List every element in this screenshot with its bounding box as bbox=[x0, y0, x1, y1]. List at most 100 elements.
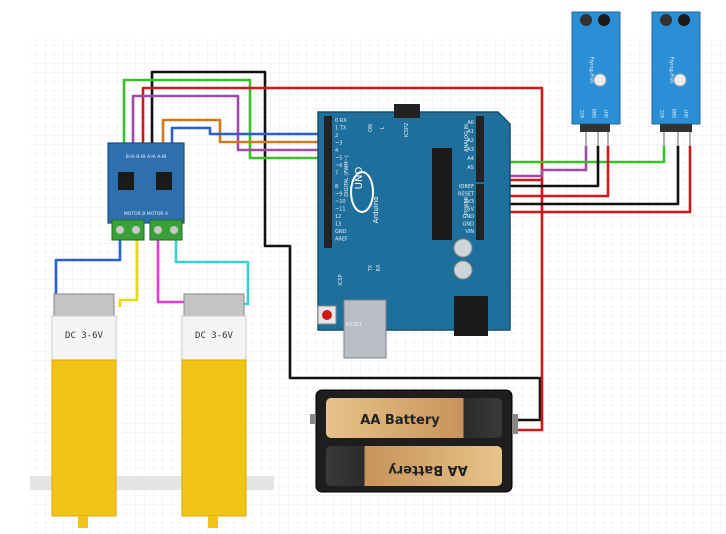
digital-pin-label-7: 7 bbox=[335, 171, 338, 177]
motor-2-body bbox=[181, 315, 247, 361]
battery-terminal-right bbox=[512, 414, 518, 434]
ir-sensor-1-pin-gnd: GND bbox=[592, 109, 597, 118]
ir-sensor-2-header bbox=[660, 124, 692, 132]
ir-sensor-2-pin-gnd: GND bbox=[672, 109, 677, 118]
ir-sensor-2-pins bbox=[663, 132, 691, 146]
motor-1[interactable]: DC 3-6V bbox=[30, 293, 160, 528]
analog-pin-label-3: A3 bbox=[467, 147, 474, 153]
capacitor-2 bbox=[453, 260, 473, 280]
ir-sensor-1-pin-vcc: VCC bbox=[580, 109, 585, 118]
ir-sensor-1-pins bbox=[585, 132, 609, 146]
digital-header bbox=[324, 116, 332, 248]
wire-sensor2-out[interactable] bbox=[498, 144, 666, 164]
analog-pin-label-0: A0 bbox=[467, 120, 474, 126]
motor-2-axle bbox=[208, 516, 218, 528]
driver-chip-2 bbox=[156, 172, 172, 190]
ir-sensor-1-header bbox=[580, 124, 610, 132]
ir-sensor-2-potentiometer[interactable] bbox=[673, 73, 687, 87]
capacitor-1 bbox=[453, 238, 473, 258]
driver-chip-1 bbox=[118, 172, 134, 190]
power-pin-label-5: GND bbox=[463, 222, 475, 228]
ir-sensor-2-pin-vcc: VCC bbox=[660, 109, 665, 118]
wire-motor-b-cyan[interactable] bbox=[174, 238, 250, 306]
digital-pin-label-1: 1 TX bbox=[335, 126, 347, 132]
ir-sensor-1[interactable]: Flying-Fish VCC GND OUT bbox=[571, 11, 621, 146]
ir-sensor-2-label: Flying-Fish bbox=[668, 57, 674, 83]
arduino-uno-board[interactable]: UNO Arduino DIGITAL (PWM~) TX RX ON L AN… bbox=[317, 104, 511, 359]
ir-sensor-1-pin-out: OUT bbox=[604, 109, 609, 118]
wire-motor-a-yellow[interactable] bbox=[118, 238, 139, 308]
wire-sensor1-vcc[interactable] bbox=[498, 144, 610, 198]
ir-sensor-2-emitter bbox=[660, 14, 672, 26]
battery-cell-1 bbox=[326, 398, 502, 438]
digital-pin-label-lower-7: AREF bbox=[335, 237, 348, 243]
icsp-label: ICSP bbox=[338, 274, 344, 285]
motor-1-label: DC 3-6V bbox=[65, 331, 104, 341]
motor-2-can bbox=[183, 293, 245, 317]
motor-2-label: DC 3-6V bbox=[195, 331, 234, 341]
board-brand-label: Arduino bbox=[372, 196, 380, 223]
atmega-chip bbox=[432, 148, 452, 240]
analog-pin-label-4: A4 bbox=[467, 156, 474, 162]
power-header bbox=[476, 184, 484, 240]
battery-holder[interactable]: AA Battery AA Battery bbox=[310, 389, 518, 493]
l-label: L bbox=[380, 126, 386, 129]
power-pin-label-6: VIN bbox=[465, 229, 474, 235]
digital-pin-label-0: 0 RX bbox=[335, 118, 347, 124]
reset-button-cap bbox=[322, 310, 332, 320]
driver-output-label: MOTOR B MOTOR A bbox=[124, 211, 169, 217]
battery-1-label: AA Battery bbox=[360, 413, 440, 428]
ir-sensor-1-receiver bbox=[598, 14, 610, 26]
arduino-logo-icon bbox=[350, 171, 374, 213]
icsp2-header bbox=[394, 104, 420, 118]
power-pin-label-1: RESET bbox=[458, 192, 475, 198]
wire-sensor1-gnd[interactable] bbox=[498, 144, 600, 188]
power-pin-label-4: GND bbox=[463, 214, 475, 220]
ir-sensor-2-pin-out: OUT bbox=[684, 109, 689, 118]
wire-black-gnd[interactable] bbox=[150, 70, 542, 422]
analog-header bbox=[476, 116, 484, 182]
power-jack bbox=[454, 296, 488, 336]
wire-motor-b-magenta[interactable] bbox=[156, 238, 188, 304]
motor-1-axle bbox=[78, 516, 88, 528]
motor-2[interactable]: DC 3-6V bbox=[158, 293, 274, 528]
power-pin-label-0: IOREF bbox=[459, 184, 474, 190]
digital-pin-label-2: 2 bbox=[335, 133, 338, 139]
wire-purple-ctrl[interactable] bbox=[131, 94, 328, 152]
digital-pin-label-6: ~6 bbox=[335, 163, 342, 169]
wire-sensor2-vcc[interactable] bbox=[498, 144, 692, 214]
digital-pin-label-lower-1: ~9 bbox=[335, 192, 342, 198]
wires bbox=[54, 70, 692, 432]
wire-orange-ctrl[interactable] bbox=[161, 118, 328, 150]
battery-2-label: AA Battery bbox=[388, 462, 468, 477]
digital-pin-label-5: ~5 bbox=[335, 156, 342, 162]
ir-sensor-2-receiver bbox=[678, 14, 690, 26]
wire-green-ctrl[interactable] bbox=[122, 78, 328, 160]
wire-blue-ctrl[interactable] bbox=[170, 126, 328, 150]
motor-1-body bbox=[51, 315, 117, 361]
digital-pin-label-lower-4: 12 bbox=[335, 214, 341, 220]
ir-sensor-1-potentiometer[interactable] bbox=[593, 73, 607, 87]
driver-screw-terminals bbox=[111, 219, 183, 241]
motor-1-gearbox bbox=[51, 359, 117, 517]
analog-pin-label-5: A5 bbox=[467, 165, 474, 171]
motor-2-gearbox bbox=[181, 359, 247, 517]
digital-pin-label-lower-5: 13 bbox=[335, 222, 341, 228]
motor-driver-board[interactable]: B-IA B-IB A-IA A-IB MOTOR B MOTOR A bbox=[107, 142, 185, 241]
ir-sensor-1-label: Flying-Fish bbox=[588, 57, 594, 83]
wire-red-vcc[interactable] bbox=[141, 86, 544, 432]
digital-pin-label-lower-6: GND bbox=[335, 229, 347, 235]
digital-pin-label-3: ~3 bbox=[335, 141, 342, 147]
power-label: POWER bbox=[464, 196, 470, 215]
digital-pin-label-4: 4 bbox=[335, 148, 338, 154]
rx-label: RX bbox=[376, 264, 382, 271]
power-pin-label-2: 3V3 bbox=[464, 199, 474, 205]
analog-pin-label-2: A2 bbox=[467, 138, 474, 144]
wire-sensor2-gnd[interactable] bbox=[498, 144, 680, 206]
ir-sensor-2[interactable]: Flying-Fish VCC GND OUT bbox=[651, 11, 701, 146]
battery-terminal-left bbox=[310, 414, 316, 424]
